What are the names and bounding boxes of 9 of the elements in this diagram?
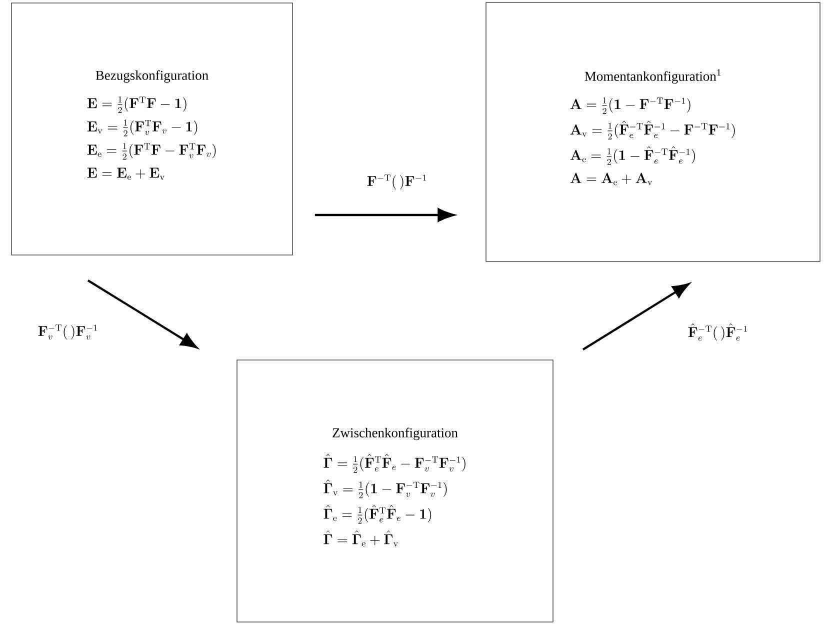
edge-label: $\hat{\mathbf{F}}_{e}^{-\mathrm{T}}(\,)\hat{\mathbf{F}}_{e}^{-1}$ bbox=[686, 321, 750, 343]
configuration-box: Momentankonfiguration$^{1}$ $\mathbf{A}=\tfrac{1}{2}(\mathbf{1}-\mathbf{F}^{-\mathrm{T}}\mathbf{F}^{-1})$ $\mathbf{A}_{\mathrm{v}}=\tfrac{1}{2}(\hat{\mathbf{F}}_{e}^{-\mathrm{T}}\hat{\mathbf{F}}_{e}^{-1}-\mathbf{F}^{-\mathrm{T}}\mathbf{F}^{-1})$ $\mathbf{A}_{\mathrm{e}}=\tfrac{1}{2}(\mathbf{1}-\hat{\mathbf{F}}_{e}^{-\mathrm{T}}\hat{\mathbf{F}}_{e}^{-1})$ $\mathbf{A}=\mathbf{A}_{\mathrm{e}}+\mathbf{A}_{\mathrm{v}}$ bbox=[486, 2, 820, 262]
edge-label: $\mathbf{F}^{-\mathrm{T}}(\,)\mathbf{F}^{-1}$ bbox=[364, 172, 430, 192]
configuration-box: Zwischenkonfiguration $\hat{\mathbf{\Gamma}}=\tfrac{1}{2}(\hat{\mathbf{F}}_{e}^{\mathrm{T}}\hat{\mathbf{F}}_{e}-\mathbf{F}_{v}^{-\mathrm{T}}\mathbf{F}_{v}^{-1})$ $\hat{\mathbf{\Gamma}}_{\mathrm{v}}=\tfrac{1}{2}(\mathbf{1}-\mathbf{F}_{v}^{-\mathrm{T}}\mathbf{F}_{v}^{-1})$ $\hat{\mathbf{\Gamma}}_{\mathrm{e}}=\tfrac{1}{2}(\hat{\mathbf{F}}_{e}^{\mathrm{T}}\hat{\mathbf{F}}_{e}-\mathbf{1})$ $\hat{\mathbf{\Gamma}}=\hat{\mathbf{\Gamma}}_{\mathrm{e}}+\hat{\mathbf{\Gamma}}_{\mathrm{v}}$ bbox=[236, 360, 554, 622]
arrow bbox=[87, 279, 198, 348]
arrow bbox=[582, 283, 690, 351]
edge-label: $\mathbf{F}_{v}^{-\mathrm{T}}(\,)\mathbf{F}_{v}^{-1}$ bbox=[36, 322, 100, 342]
arrow bbox=[314, 208, 454, 222]
configuration-box: Bezugskonfiguration $\mathbf{E}=\tfrac{1}{2}(\mathbf{F}^{\mathrm{T}}\mathbf{F}-\mathbf{1})$ $\mathbf{E}_{\mathrm{v}}=\tfrac{1}{2}(\mathbf{F}_{v}^{\mathrm{T}}\mathbf{F}_{v}-\mathbf{1})$ $\mathbf{E}_{\mathrm{e}}=\tfrac{1}{2}(\mathbf{F}^{\mathrm{T}}\mathbf{F}-\mathbf{F}_{v}^{\mathrm{T}}\mathbf{F}_{v})$ $\mathbf{E}=\mathbf{E}_{\mathrm{e}}+\mathbf{E}_{\mathrm{v}}$ bbox=[11, 2, 293, 256]
